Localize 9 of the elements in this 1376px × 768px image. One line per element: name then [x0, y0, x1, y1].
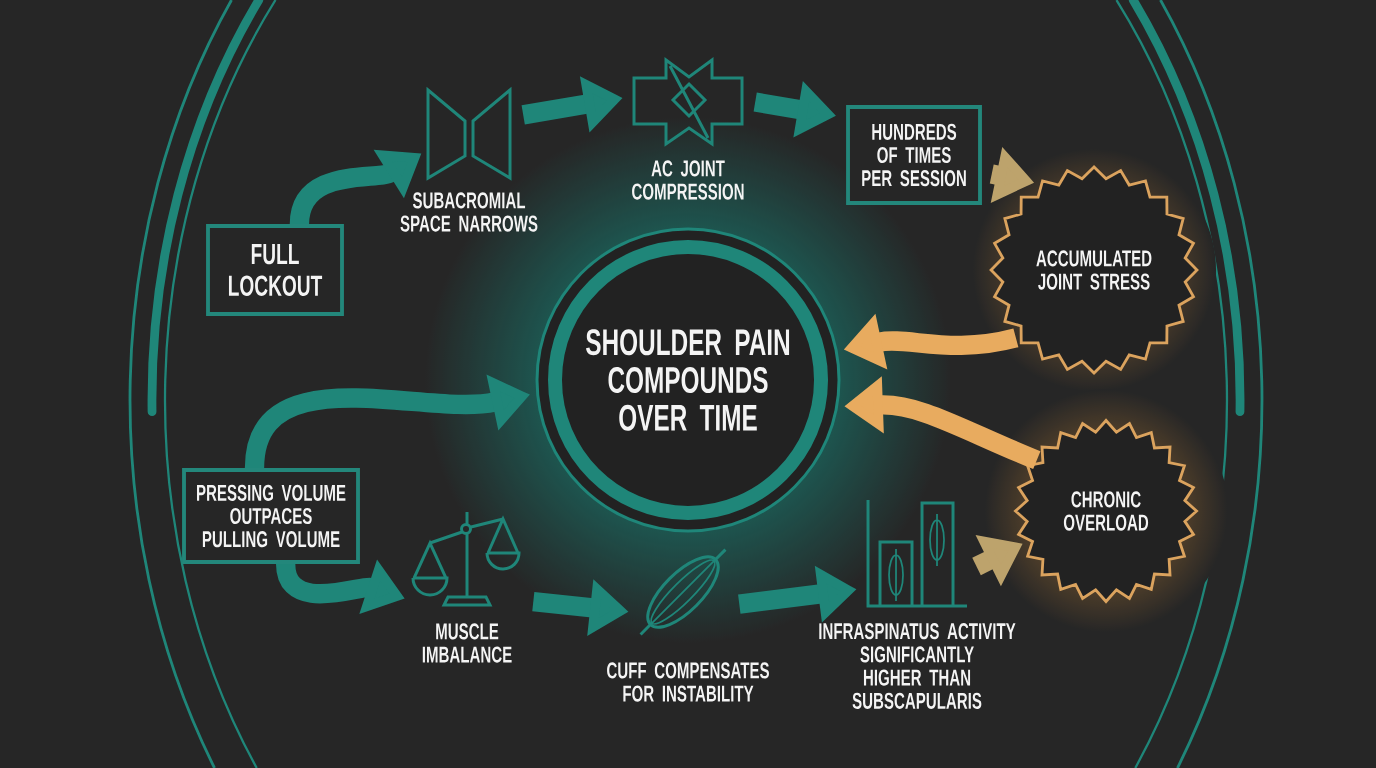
- caption-text: SUBACROMIAL SPACE NARROWS: [400, 192, 538, 232]
- text-box: FULL LOCKOUT: [206, 224, 344, 316]
- starburst: ACCUMULATED JOINT STRESS: [989, 165, 1199, 375]
- caption-text: MUSCLE IMBALANCE: [422, 623, 512, 663]
- caption-text: CUFF COMPENSATES FOR INSTABILITY: [607, 662, 769, 702]
- caption-text: AC JOINT COMPRESSION: [632, 160, 744, 200]
- caption-text: INFRASPINATUS ACTIVITY SIGNIFICANTLY HIGHER THAN SUBSCAPULARIS: [819, 623, 1016, 709]
- text-box: HUNDREDS OF TIMES PER SESSION: [846, 105, 982, 205]
- text-box: PRESSING VOLUME OUTPACES PULLING VOLUME: [182, 468, 360, 564]
